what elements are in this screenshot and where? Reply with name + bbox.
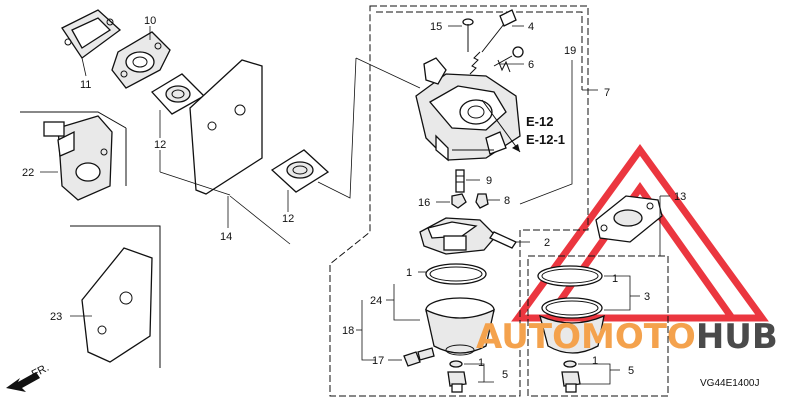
- callout-10: 10: [144, 15, 156, 27]
- callout-15: 15: [430, 21, 442, 33]
- part-5-bolt-left: [447, 371, 467, 393]
- part-16-jet: [451, 193, 467, 209]
- callout-22: 22: [22, 167, 34, 179]
- part-17-drain-screw: [403, 347, 435, 367]
- part-13-gasket: [595, 195, 663, 243]
- callout-12-upper: 12: [154, 139, 166, 151]
- part-6-screw: [493, 46, 524, 73]
- reference-arrow: [481, 99, 521, 153]
- watermark-suffix: HUB: [696, 317, 778, 357]
- reference-e12: E-12: [526, 114, 553, 129]
- part-22-bracket: [43, 115, 113, 201]
- part-12-gasket-lower: [270, 149, 330, 193]
- watermark-prefix: AUTO: [476, 317, 581, 357]
- part-5-bolt-right: [561, 371, 581, 393]
- callout-11: 11: [80, 79, 91, 91]
- callout-1-oring-right: 1: [612, 273, 618, 285]
- callout-5-left: 5: [502, 369, 508, 381]
- bracket-carb-line: [355, 57, 421, 89]
- callout-4: 4: [528, 21, 534, 33]
- callout-9: 9: [486, 175, 492, 187]
- part-1-washer-right: [563, 360, 577, 368]
- callout-1-bowl: 1: [406, 267, 412, 279]
- part-1-oring-right: [537, 265, 603, 287]
- callout-1-washer-left: 1: [478, 357, 484, 369]
- callout-2: 2: [544, 237, 550, 249]
- callout-1-washer-right: 1: [592, 355, 598, 367]
- callout-5-right: 5: [628, 365, 634, 377]
- diagram-code: VG44E1400J: [700, 378, 760, 389]
- part-2-pin: [489, 231, 517, 249]
- part-3-gasket-right: [541, 297, 603, 319]
- part-9-jet: [455, 169, 465, 193]
- callout-7: 7: [604, 87, 610, 99]
- callout-13: 13: [674, 191, 686, 203]
- front-direction-arrow: [6, 372, 40, 392]
- callout-12-lower: 12: [282, 213, 294, 225]
- part-8-jet: [475, 193, 489, 209]
- leader-19: [519, 60, 573, 205]
- part-4-screw: [469, 9, 517, 75]
- part-bowl-right: [539, 314, 605, 354]
- part-1-oring-left: [425, 263, 487, 285]
- callout-6: 6: [528, 59, 534, 71]
- watermark-triangle-inner: [541, 181, 739, 322]
- svg-text:AUTOMOTOHUB: AUTOMOTOHUB: [476, 317, 778, 357]
- service-kit-frame: [527, 255, 669, 397]
- callout-24: 24: [370, 295, 382, 307]
- bracket-18: [361, 300, 376, 361]
- bracket-1-5-left: [464, 363, 494, 383]
- assembly-frame-dashed: [329, 5, 589, 397]
- leader-11: [81, 57, 87, 77]
- part-11-gasket: [61, 9, 122, 59]
- frame-23: [70, 225, 161, 368]
- watermark-logo: [511, 144, 769, 322]
- callout-18: 18: [342, 325, 354, 337]
- callout-3: 3: [644, 291, 650, 303]
- callout-labels: 11 10 12 22 14 12 23 15 4 6 19 7 E-12 E-…: [22, 15, 760, 389]
- bracket-1-5-right: [578, 363, 611, 385]
- callout-23: 23: [50, 311, 62, 323]
- assembly-frame-inner: [376, 11, 583, 90]
- bracket-14-line: [229, 195, 291, 245]
- part-15-screw: [462, 18, 474, 52]
- bracket-24: [393, 284, 420, 321]
- part-7-carburetor-body: [415, 57, 521, 162]
- bracket-12-line-a: [159, 171, 231, 196]
- reference-e12-1: E-12-1: [526, 132, 565, 147]
- callout-19: 19: [564, 45, 576, 57]
- part-24-float-bowl: [425, 297, 495, 356]
- float-assembly: [419, 217, 497, 255]
- front-marker-label: FR.: [30, 362, 51, 381]
- callout-16: 16: [418, 197, 430, 209]
- bracket-upper-line: [317, 57, 357, 199]
- watermark-text: AUTOMOTOHUB: [476, 317, 778, 357]
- callout-17: 17: [372, 355, 384, 367]
- bracket-3: [604, 275, 631, 311]
- callout-8: 8: [504, 195, 510, 207]
- frame-22-top: [20, 111, 127, 129]
- part-10-insulator: [111, 31, 171, 89]
- callout-14: 14: [220, 231, 232, 243]
- part-1-washer-left: [449, 360, 463, 368]
- watermark-middle: MOTO: [581, 317, 696, 357]
- part-23-plate: [81, 247, 153, 363]
- part-14-plate: [189, 59, 263, 195]
